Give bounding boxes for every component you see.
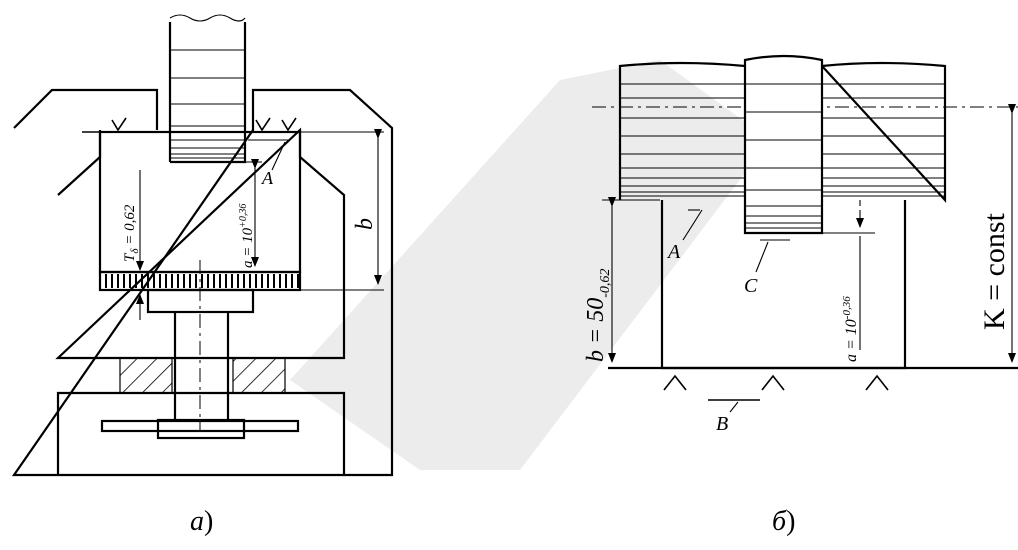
dim-b-b (602, 197, 660, 363)
leader-A-b-diag (682, 209, 703, 241)
leader-A-a (271, 141, 286, 171)
leader-C-diag (755, 241, 769, 273)
lower-plate (56, 391, 346, 475)
figure-a: b a = 10+0,36 A Tδ = 0,62 а) (11, 14, 394, 537)
gear-cutter-b (743, 54, 824, 235)
caption-b: б) (772, 506, 795, 537)
toothed-strip (98, 270, 302, 292)
caption-a: а) (190, 506, 213, 537)
gear-cutter-a (168, 14, 247, 164)
dim-b-a (300, 129, 384, 291)
hatched-section (119, 357, 286, 394)
label-B: B (716, 413, 728, 435)
roughness-symbols-a (82, 117, 297, 133)
leader-B (729, 401, 739, 413)
dim-a-label-a: a = 10+0,36 (238, 204, 256, 268)
dim-b-label-b: b = 50-0,62 (583, 269, 613, 362)
dim-a-label-b: a = 10-0,36 (841, 296, 860, 362)
label-A-b: A (666, 241, 681, 263)
outer-frame (11, 88, 394, 477)
roughness-symbols-b (663, 374, 889, 401)
figure-b: B b = 50-0,62 a = 10-0,36 A C K (583, 54, 1018, 537)
dim-K-label: K = const (978, 212, 1011, 330)
tol-label-a: Tδ = 0,62 (122, 204, 141, 262)
watermark-shape (290, 60, 770, 470)
label-C: C (744, 275, 758, 297)
dim-a-b (822, 200, 875, 350)
label-A-a: A (261, 168, 274, 188)
support-post (100, 260, 300, 440)
dim-a-a (245, 139, 290, 267)
dim-b-label-a: b (352, 218, 378, 230)
